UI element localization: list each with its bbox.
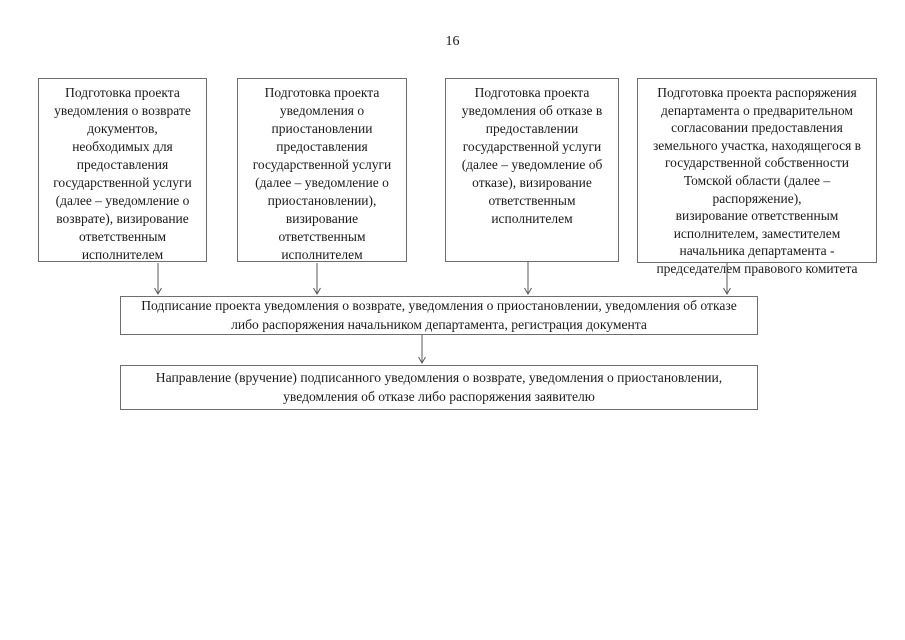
process-box-signing: Подписание проекта уведомления о возврат… bbox=[120, 296, 758, 335]
process-box-delivery: Направление (вручение) подписанного увед… bbox=[120, 365, 758, 410]
process-box-suspension-notice: Подготовка проекта уведомления о приоста… bbox=[237, 78, 407, 262]
flow-arrow-return-to-signing bbox=[154, 263, 162, 295]
process-box-signing-text: Подписание проекта уведомления о возврат… bbox=[141, 298, 737, 332]
flow-arrow-signing-to-delivery bbox=[418, 335, 426, 364]
process-box-delivery-text: Направление (вручение) подписанного увед… bbox=[155, 370, 723, 404]
process-box-return-notice: Подготовка проекта уведомления о возврат… bbox=[38, 78, 207, 262]
flow-arrow-suspension-to-signing bbox=[313, 263, 321, 295]
process-box-order-preparation: Подготовка проекта распоряжения департам… bbox=[637, 78, 877, 276]
flow-arrow-refusal-to-signing bbox=[524, 262, 532, 295]
process-box-refusal-notice: Подготовка проекта уведомления об отказе… bbox=[445, 78, 619, 262]
page-number: 16 bbox=[445, 34, 460, 49]
